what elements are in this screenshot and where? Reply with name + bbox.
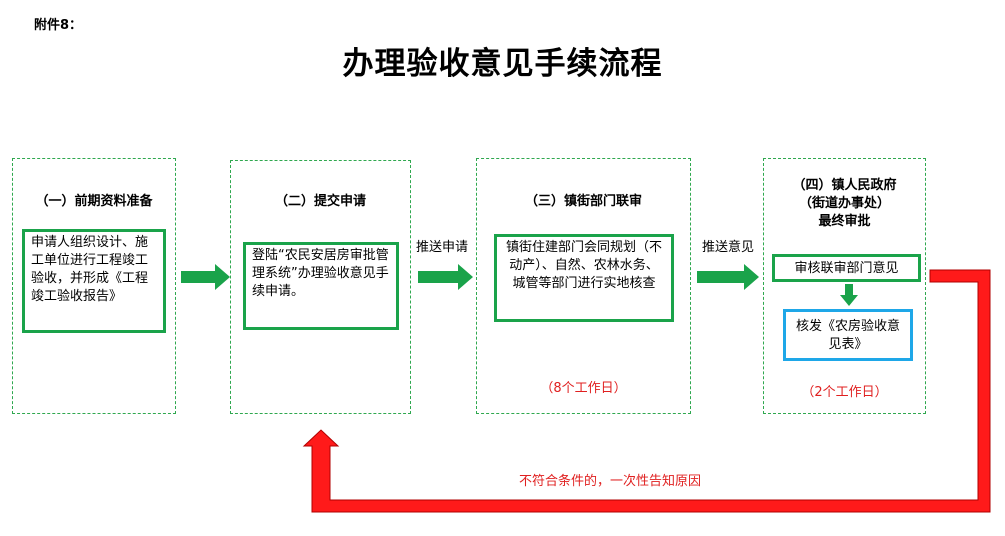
- stage-4-title-line-3: 最终审批: [818, 214, 871, 229]
- green-arrow-2-icon: [418, 264, 473, 290]
- page-title: 办理验收意见手续流程: [342, 46, 663, 82]
- attachment-label: 附件8：: [34, 18, 83, 33]
- stage-4-issue-box: 核发《农房验收意见表》: [783, 309, 913, 361]
- red-return-arrow-icon: [302, 269, 991, 513]
- stage-3-days: （8个工作日）: [540, 381, 627, 396]
- stage-1-title: （一）前期资料准备: [35, 194, 153, 209]
- stage-3-panel: （三）镇街部门联审 镇街住建部门会同规划（不动产）、自然、农林水务、城管等部门进…: [476, 158, 691, 414]
- stage-2-box: 登陆“农民安居房审批管理系统”办理验收意见手续申请。: [243, 242, 399, 330]
- green-arrow-3-icon: [697, 264, 759, 290]
- stage-2-title: （二）提交申请: [274, 194, 366, 209]
- submit-arrow-label: 推送申请: [416, 240, 469, 255]
- stage-4-title-line-2: （街道办事处）: [798, 196, 890, 211]
- stage-4-days: （2个工作日）: [801, 385, 888, 400]
- green-arrow-1-icon: [181, 264, 230, 290]
- stage-4-review-box: 审核联审部门意见: [772, 254, 921, 282]
- green-down-arrow-icon: [840, 284, 858, 306]
- stage-4-panel: （四）镇人民政府 （街道办事处） 最终审批 审核联审部门意见 核发《农房验收意见…: [763, 158, 926, 414]
- stage-3-title: （三）镇街部门联审: [524, 194, 642, 209]
- stage-2-panel: （二）提交申请 登陆“农民安居房审批管理系统”办理验收意见手续申请。: [230, 160, 411, 414]
- stage-1-panel: （一）前期资料准备 申请人组织设计、施工单位进行工程竣工验收，并形成《工程竣工验…: [12, 158, 176, 414]
- stage-4-title-line-1: （四）镇人民政府: [792, 178, 897, 193]
- stage-3-box: 镇街住建部门会同规划（不动产）、自然、农林水务、城管等部门进行实地核查: [494, 234, 674, 322]
- stage-1-box: 申请人组织设计、施工单位进行工程竣工验收，并形成《工程竣工验收报告》: [22, 229, 166, 333]
- reject-feedback-text: 不符合条件的，一次性告知原因: [519, 474, 702, 489]
- opinion-arrow-label: 推送意见: [702, 240, 755, 255]
